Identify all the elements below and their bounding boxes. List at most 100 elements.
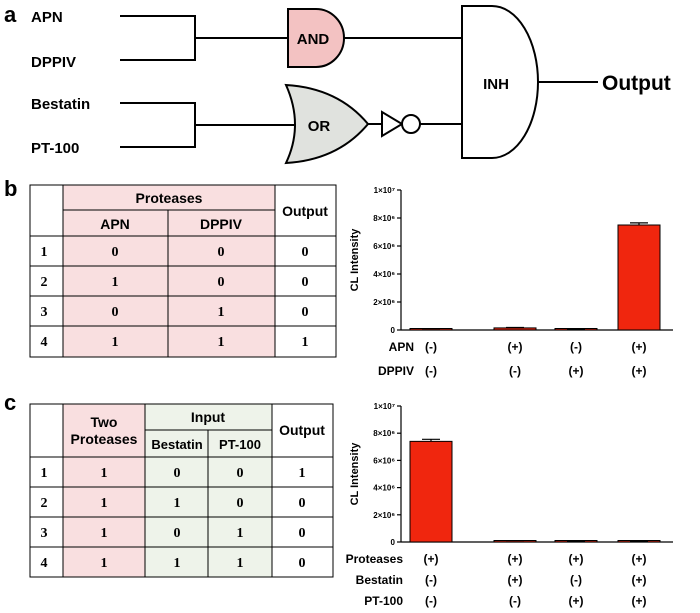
condition-sign: (+) bbox=[569, 594, 584, 608]
table-c-cell: 1 bbox=[41, 466, 48, 481]
condition-sign: (+) bbox=[632, 573, 647, 587]
y-tick-label: 0 bbox=[391, 538, 396, 547]
table-b-row: 2 1 0 0 bbox=[41, 275, 309, 290]
table-c-col-header-pt100: PT-100 bbox=[219, 437, 261, 452]
table-b-cell: 1 bbox=[218, 305, 225, 320]
table-b-cell: 1 bbox=[218, 335, 225, 350]
y-tick-label: 6×10⁶ bbox=[373, 242, 395, 251]
table-b-row: 1 0 0 0 bbox=[41, 245, 309, 260]
table-b-cell: 4 bbox=[41, 335, 48, 350]
condition-name: Proteases bbox=[346, 552, 404, 566]
panel-c: c Two Proteases Input Bestatin PT-100 Ou… bbox=[4, 390, 334, 578]
condition-sign: (-) bbox=[425, 364, 437, 378]
table-b-cell: 2 bbox=[41, 275, 48, 290]
table-c-output-header: Output bbox=[279, 422, 325, 438]
inh-gate bbox=[461, 5, 539, 159]
table-b-cell: 0 bbox=[302, 305, 309, 320]
y-tick-label: 8×10⁶ bbox=[373, 429, 395, 438]
y-tick-label: 0 bbox=[391, 326, 396, 335]
table-c-cell: 1 bbox=[101, 466, 108, 481]
condition-sign: (+) bbox=[508, 552, 523, 566]
table-b-col-header-dppiv: DPPIV bbox=[200, 216, 243, 232]
table-c-cell: 0 bbox=[299, 496, 306, 511]
table-c-cell: 0 bbox=[299, 556, 306, 571]
table-c-protease-shading bbox=[63, 404, 145, 577]
condition-name: PT-100 bbox=[364, 594, 403, 608]
table-b-cell: 0 bbox=[302, 245, 309, 260]
condition-sign: (+) bbox=[632, 552, 647, 566]
y-tick-label: 8×10⁶ bbox=[373, 214, 395, 223]
condition-name: APN bbox=[389, 340, 414, 354]
and-input-wires bbox=[120, 15, 196, 61]
or-gate-label: OR bbox=[308, 118, 331, 135]
table-c-cell: 1 bbox=[174, 496, 181, 511]
panel-label-a: a bbox=[4, 2, 17, 27]
table-b-output-header: Output bbox=[282, 203, 328, 219]
table-b-cell: 0 bbox=[302, 275, 309, 290]
table-b-cell: 1 bbox=[112, 275, 119, 290]
condition-sign: (+) bbox=[632, 340, 647, 354]
not-gate-bubble bbox=[401, 114, 421, 134]
condition-name: DPPIV bbox=[378, 364, 414, 378]
table-c-frame bbox=[29, 403, 334, 578]
table-b-cell: 1 bbox=[302, 335, 309, 350]
table-b-cell: 1 bbox=[112, 335, 119, 350]
table-c-cell: 1 bbox=[299, 466, 306, 481]
table-c-col-header-bestatin: Bestatin bbox=[151, 437, 202, 452]
bar bbox=[617, 224, 661, 331]
table-c-cell: 0 bbox=[299, 526, 306, 541]
condition-sign: (-) bbox=[425, 573, 437, 587]
table-c-row: 1 1 0 0 1 bbox=[41, 466, 306, 481]
y-axis-label: CL Intensity bbox=[349, 228, 361, 292]
or-gate bbox=[284, 83, 370, 165]
table-b-group-header: Proteases bbox=[136, 190, 203, 206]
and-gate bbox=[287, 8, 345, 68]
table-c-cell: 4 bbox=[41, 556, 48, 571]
table-b-cell: 0 bbox=[112, 305, 119, 320]
condition-sign: (+) bbox=[508, 340, 523, 354]
table-c-cell: 1 bbox=[237, 556, 244, 571]
panel-label-c: c bbox=[4, 390, 16, 415]
table-c-cell: 3 bbox=[41, 526, 48, 541]
table-b-row: 4 1 1 1 bbox=[41, 335, 309, 350]
y-tick-label: 2×10⁶ bbox=[373, 298, 395, 307]
table-b-cell: 3 bbox=[41, 305, 48, 320]
panel-a: a APN DPPIV Bestatin PT-100 AND OR INH O… bbox=[4, 2, 671, 165]
table-c-row: 2 1 1 0 0 bbox=[41, 496, 306, 511]
table-b-cell: 0 bbox=[218, 275, 225, 290]
table-b-cell: 1 bbox=[41, 245, 48, 260]
condition-sign: (+) bbox=[424, 552, 439, 566]
condition-sign: (-) bbox=[509, 594, 521, 608]
table-b-col-header-apn: APN bbox=[100, 216, 130, 232]
table-b-cell: 0 bbox=[218, 245, 225, 260]
table-c-cell: 1 bbox=[101, 496, 108, 511]
table-b-frame bbox=[29, 184, 337, 358]
table-c-cell: 0 bbox=[174, 526, 181, 541]
condition-name: Bestatin bbox=[356, 573, 403, 587]
not-gate-triangle bbox=[381, 110, 404, 138]
condition-sign: (-) bbox=[425, 340, 437, 354]
table-b-protease-shading bbox=[63, 185, 275, 357]
condition-sign: (+) bbox=[569, 552, 584, 566]
input-label-pt100: PT-100 bbox=[31, 140, 79, 157]
table-c-cell: 2 bbox=[41, 496, 48, 511]
table-c-cell: 0 bbox=[174, 466, 181, 481]
y-tick-label: 4×10⁶ bbox=[373, 484, 395, 493]
y-tick-label: 1×10⁷ bbox=[374, 186, 395, 195]
input-label-apn: APN bbox=[31, 9, 63, 26]
input-label-bestatin: Bestatin bbox=[31, 96, 90, 113]
condition-sign: (-) bbox=[570, 573, 582, 587]
table-c-cell: 1 bbox=[237, 526, 244, 541]
table-b-cell: 0 bbox=[112, 245, 119, 260]
table-c-cell: 0 bbox=[237, 466, 244, 481]
condition-sign: (+) bbox=[569, 364, 584, 378]
panel-b: b Proteases APN DPPIV Output 1 0 0 0 2 1… bbox=[4, 176, 337, 358]
table-c-row: 3 1 0 1 0 bbox=[41, 526, 306, 541]
input-label-dppiv: DPPIV bbox=[31, 54, 76, 71]
table-c-first-header-line2: Proteases bbox=[71, 431, 138, 447]
condition-sign: (+) bbox=[632, 364, 647, 378]
or-input-wires bbox=[120, 102, 196, 148]
y-tick-label: 2×10⁶ bbox=[373, 511, 395, 520]
condition-sign: (+) bbox=[508, 573, 523, 587]
